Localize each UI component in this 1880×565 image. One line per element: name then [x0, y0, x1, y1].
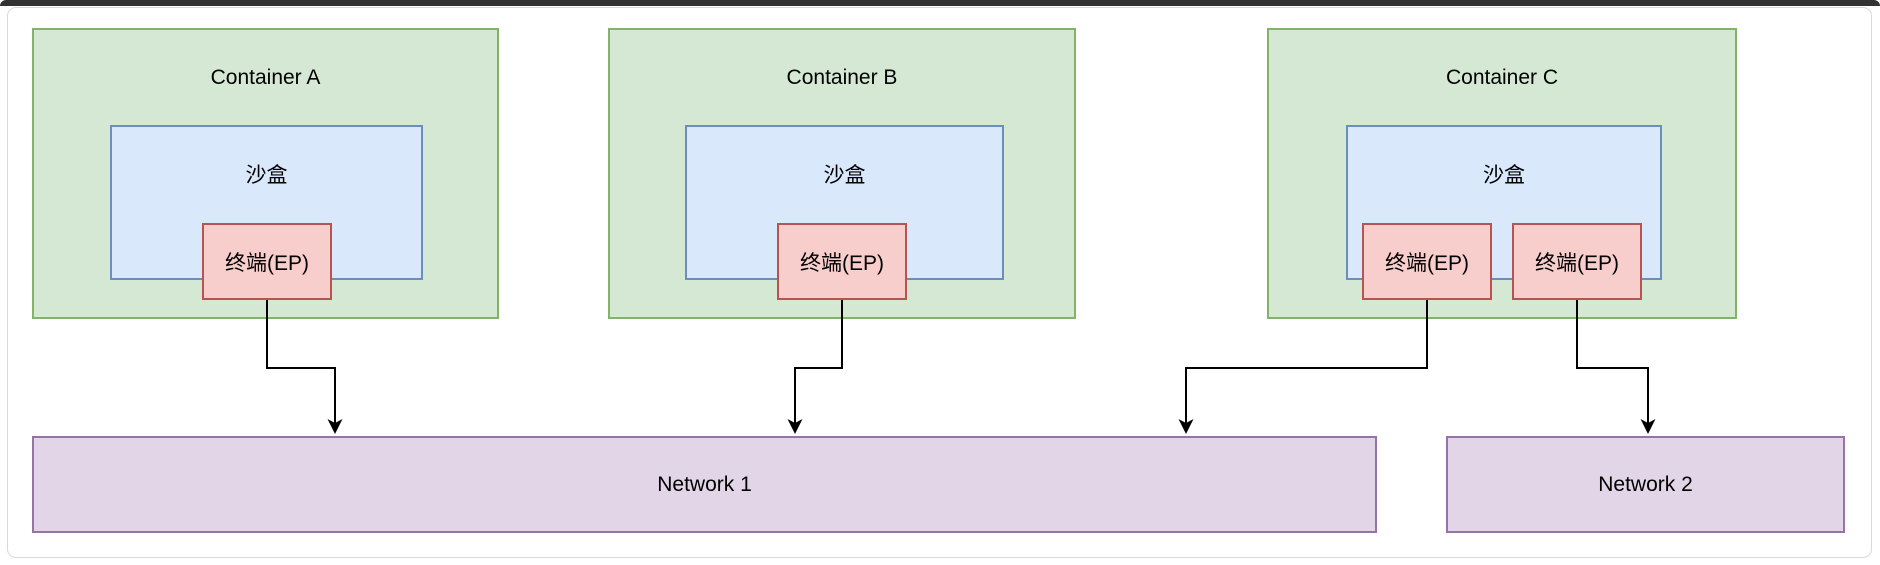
network-1-box: Network 1 [32, 436, 1377, 533]
container-c-title: Container C [1445, 66, 1559, 89]
container-c-endpoint-2-box: 终端(EP) [1512, 223, 1642, 300]
container-b-sandbox-label: 沙盒 [823, 164, 866, 187]
container-b-endpoint-box: 终端(EP) [777, 223, 907, 300]
container-c-endpoint-1-box: 终端(EP) [1362, 223, 1492, 300]
network-2-box: Network 2 [1446, 436, 1845, 533]
container-a-sandbox-label: 沙盒 [245, 164, 288, 187]
container-c-sandbox-label: 沙盒 [1483, 164, 1525, 187]
container-b-title: Container B [786, 66, 898, 89]
window-top-bar [0, 0, 1880, 6]
container-a-endpoint-box: 终端(EP) [202, 223, 332, 300]
container-a-title: Container A [210, 66, 321, 89]
